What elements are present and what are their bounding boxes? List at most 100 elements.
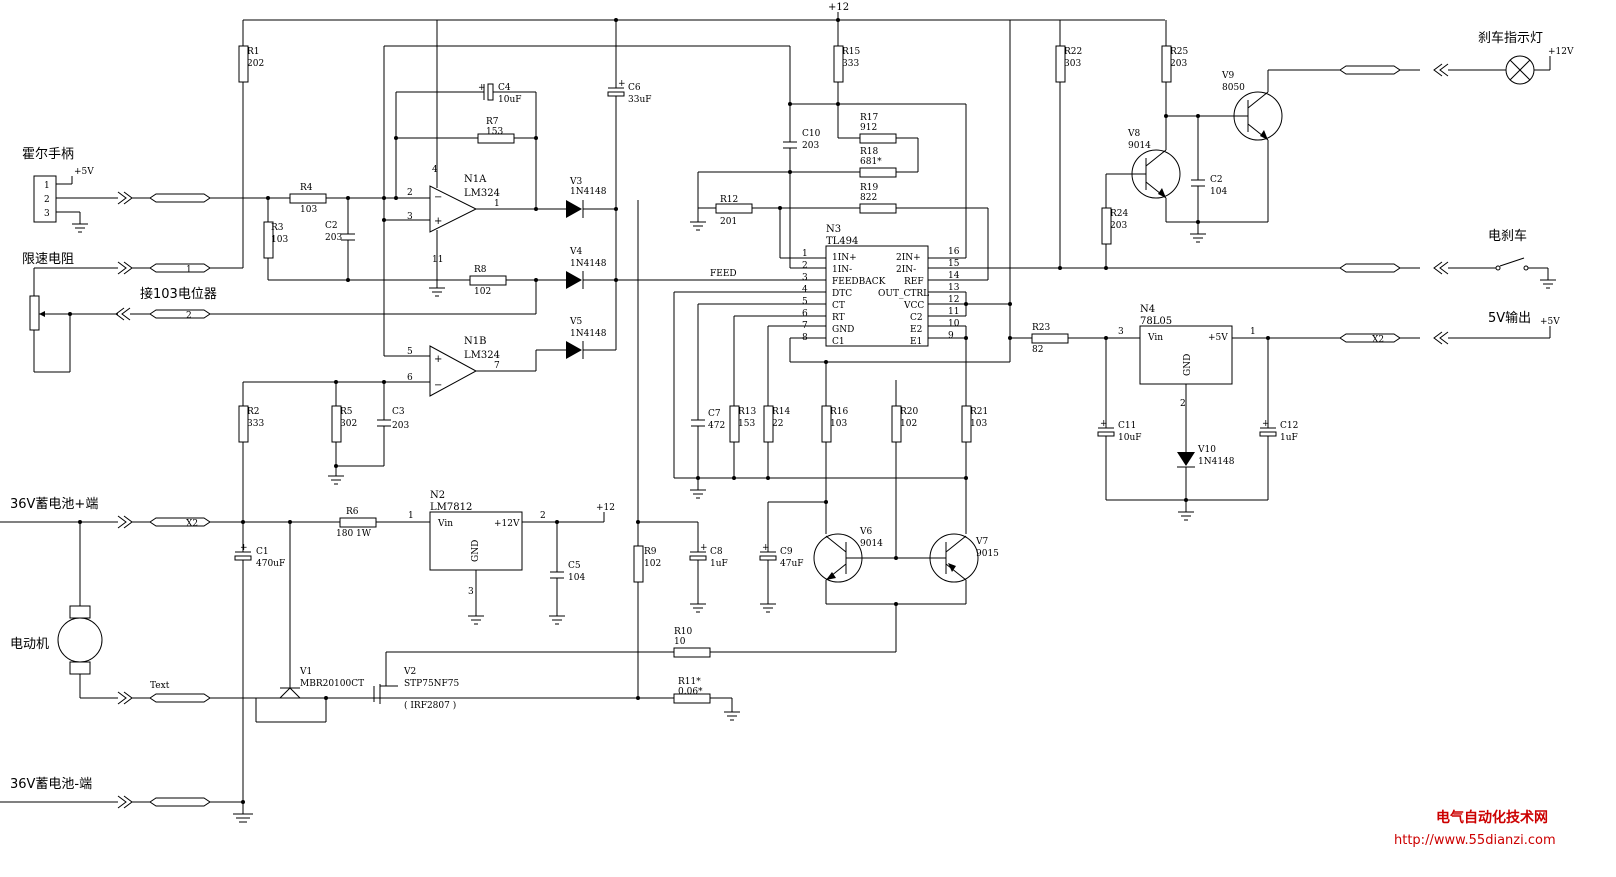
svg-text:5: 5	[407, 347, 413, 357]
regulator-n2: R6 180 1W 1 N2 LM7812 Vin +12V GND 3 2 +…	[234, 490, 615, 802]
svg-text:C1: C1	[256, 547, 269, 557]
svg-text:R4: R4	[300, 183, 313, 193]
svg-text:203: 203	[802, 141, 819, 151]
svg-text:R10: R10	[674, 627, 693, 637]
rail-label: +12	[828, 2, 849, 13]
svg-text:2IN+: 2IN+	[896, 253, 921, 263]
svg-text:VCC: VCC	[903, 301, 924, 311]
svg-text:+5V: +5V	[1540, 317, 1560, 327]
e-brake-label: 电刹车	[1488, 228, 1527, 244]
svg-text:Vin: Vin	[437, 519, 453, 529]
svg-text:C11: C11	[1118, 421, 1136, 431]
svg-text:9: 9	[948, 331, 954, 341]
svg-text:2: 2	[540, 511, 546, 521]
svg-text:2IN-: 2IN-	[896, 265, 916, 275]
svg-text:+: +	[434, 354, 442, 365]
op-amp-n1b: N1B LM324 + − 5 6 7 R5 302 C3 203	[238, 336, 566, 524]
svg-text:−: −	[434, 380, 442, 391]
svg-text:10uF: 10uF	[1118, 433, 1142, 443]
svg-text:R8: R8	[474, 265, 487, 275]
svg-text:153: 153	[486, 127, 503, 137]
svg-text:X2: X2	[186, 519, 198, 529]
svg-text:1: 1	[44, 181, 50, 191]
svg-text:202: 202	[247, 59, 264, 69]
svg-text:1IN-: 1IN-	[832, 265, 852, 275]
svg-text:333: 333	[842, 59, 859, 69]
svg-text:+: +	[478, 83, 486, 93]
svg-text:V6: V6	[859, 527, 872, 537]
pwm-n3: N3 TL494 1IN+ 1IN- FEEDBACK DTC CT RT GN…	[384, 20, 1010, 499]
svg-text:R7: R7	[486, 117, 499, 127]
svg-text:MBR20100CT: MBR20100CT	[300, 679, 364, 689]
svg-text:102: 102	[900, 419, 917, 429]
svg-text:REF: REF	[904, 277, 924, 287]
svg-text:C5: C5	[568, 561, 581, 571]
svg-text:103: 103	[830, 419, 847, 429]
input-network: R1 202 R4 103 R3 103 C2 203	[238, 20, 470, 282]
svg-text:V3: V3	[569, 177, 582, 187]
svg-text:3: 3	[44, 209, 50, 219]
svg-text:GND: GND	[471, 540, 481, 562]
battery-neg-label: 36V蓄电池-端	[10, 777, 92, 792]
battery-pos-label: 36V蓄电池+端	[10, 497, 98, 512]
svg-text:LM324: LM324	[464, 350, 500, 361]
svg-text:LM324: LM324	[464, 188, 500, 199]
diodes-v3-v5: V3 1N4148 V4 1N4148 FEED V5 1N4148 + C6 …	[566, 18, 790, 359]
svg-text:+: +	[618, 79, 626, 89]
svg-text:2: 2	[44, 195, 50, 205]
svg-text:16: 16	[948, 247, 960, 257]
svg-text:203: 203	[392, 421, 409, 431]
svg-text:103: 103	[300, 205, 317, 215]
watermark-url: http://www.55dianzi.com	[1394, 833, 1556, 848]
svg-text:C8: C8	[710, 547, 723, 557]
svg-text:1N4148: 1N4148	[570, 259, 607, 269]
svg-text:C2: C2	[325, 221, 338, 231]
svg-text:681*: 681*	[860, 157, 882, 167]
svg-text:9014: 9014	[860, 539, 883, 549]
svg-text:R15: R15	[842, 47, 861, 57]
svg-text:4: 4	[802, 285, 808, 295]
svg-text:C3: C3	[392, 407, 405, 417]
svg-text:9014: 9014	[1128, 141, 1151, 151]
svg-text:10uF: 10uF	[498, 95, 522, 105]
svg-text:V10: V10	[1197, 445, 1216, 455]
op-amp-n1a: N1A LM324 − + 2 3 1 4 11 + C4 10uF R7	[382, 20, 566, 356]
svg-text:R6: R6	[346, 507, 359, 517]
svg-text:C2: C2	[910, 313, 923, 323]
svg-text:N4: N4	[1140, 304, 1155, 315]
svg-text:CT: CT	[832, 301, 845, 311]
svg-text:V4: V4	[569, 247, 582, 257]
watermark: 电气自动化技术网 http://www.55dianzi.com	[1394, 809, 1556, 848]
svg-text:104: 104	[1210, 187, 1227, 197]
svg-text:180 1W: 180 1W	[336, 529, 372, 539]
svg-text:11: 11	[948, 307, 959, 317]
svg-text:6: 6	[802, 309, 808, 319]
svg-text:1: 1	[408, 511, 414, 521]
svg-text:472: 472	[708, 421, 725, 431]
svg-text:R21: R21	[970, 407, 988, 417]
power-stage: V1 MBR20100CT V2 STP75NF75 ( IRF2807 ) R…	[255, 200, 897, 723]
svg-text:R23: R23	[1032, 323, 1051, 333]
svg-text:10: 10	[948, 319, 960, 329]
svg-text:N2: N2	[430, 490, 445, 501]
svg-text:R18: R18	[860, 147, 879, 157]
driver-stage: R16 103 R20 102 R21 103 V6 9014 V7	[759, 360, 999, 613]
motor-label: 电动机	[10, 637, 49, 652]
hall-handle-label: 霍尔手柄	[22, 147, 74, 162]
svg-text:V1: V1	[299, 667, 312, 677]
svg-text:E2: E2	[910, 325, 922, 335]
svg-text:203: 203	[1170, 59, 1187, 69]
svg-text:13: 13	[948, 283, 960, 293]
svg-text:3: 3	[802, 273, 808, 283]
input-connectors: 限速电阻 1 接103电位器 2 36V蓄电池+端 X2	[0, 191, 536, 823]
svg-text:R1: R1	[247, 47, 260, 57]
svg-text:C6: C6	[628, 83, 641, 93]
svg-text:2: 2	[1180, 399, 1186, 409]
svg-text:103: 103	[970, 419, 987, 429]
svg-text:912: 912	[860, 123, 877, 133]
svg-text:33uF: 33uF	[628, 95, 652, 105]
svg-text:−: −	[434, 192, 442, 203]
svg-text:Text: Text	[150, 681, 170, 691]
top-rail: +12	[243, 2, 1165, 22]
